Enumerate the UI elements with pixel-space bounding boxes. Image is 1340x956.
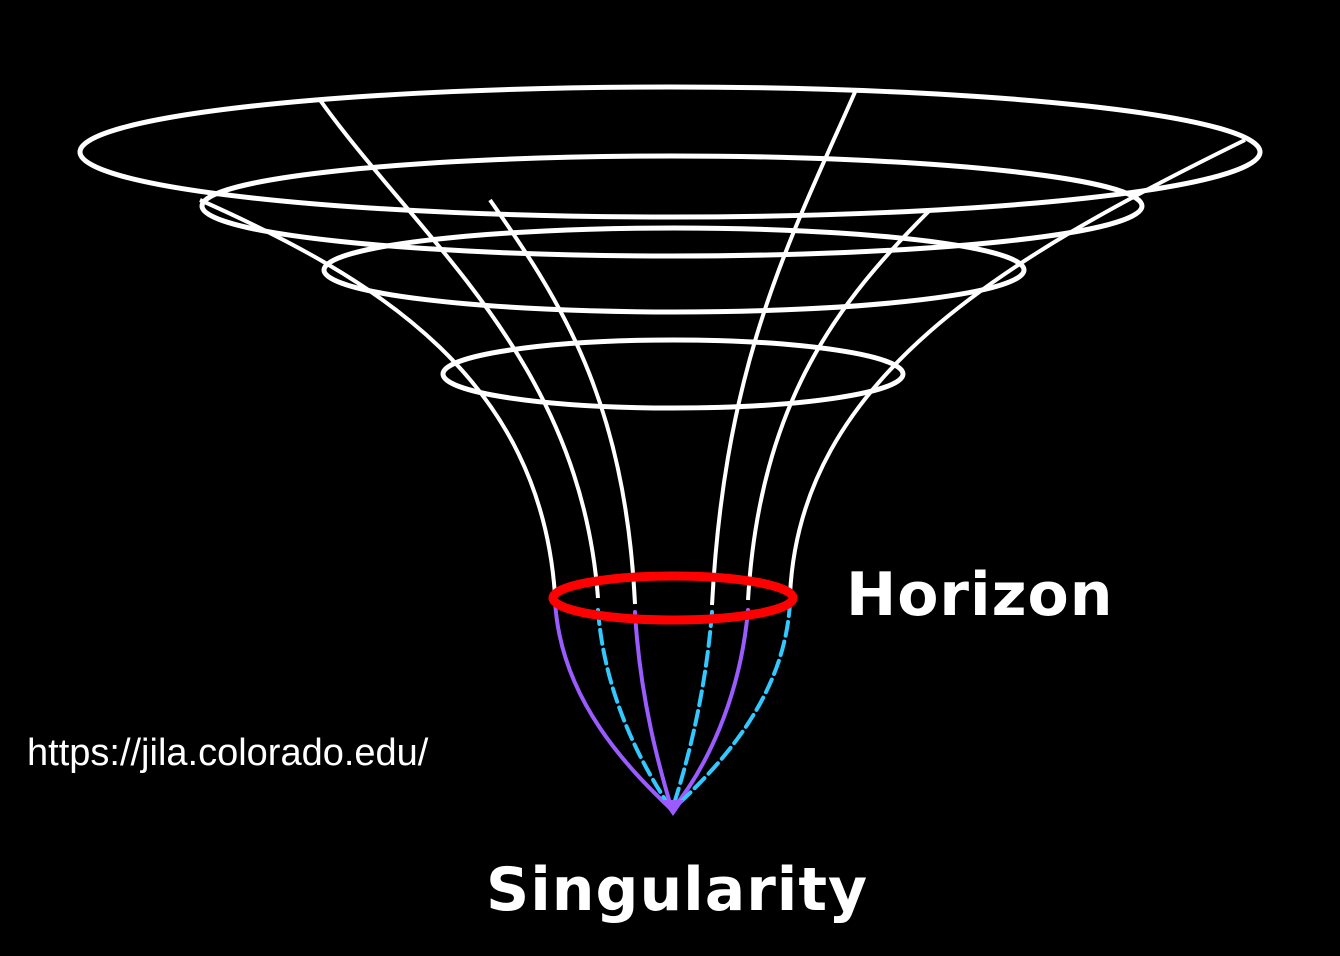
meridian-line (710, 91, 857, 606)
meridian-line (318, 98, 600, 599)
funnel-ring-2 (199, 153, 1145, 259)
funnel-meridians (199, 91, 1246, 606)
interior-line (670, 608, 750, 812)
interior-line (670, 600, 792, 812)
meridian-line (199, 198, 557, 596)
interior-line (633, 610, 674, 812)
funnel-rings (77, 84, 1263, 411)
funnel-ring-3 (321, 225, 1027, 315)
horizon-label: Horizon (846, 560, 1114, 630)
source-url: https://jila.colorado.edu/ (27, 732, 429, 774)
meridian-line (788, 138, 1246, 596)
interior-line (670, 610, 714, 812)
meridian-line (488, 198, 637, 605)
meridian-line (746, 208, 932, 601)
event-horizon-ring (548, 571, 798, 625)
interior-line (553, 598, 674, 812)
interior-lines (553, 598, 792, 812)
funnel-ring-4 (440, 337, 906, 411)
singularity-point (662, 800, 684, 816)
funnel-ring-1 (77, 84, 1263, 220)
interior-line (596, 608, 674, 812)
singularity-label: Singularity (486, 855, 869, 925)
